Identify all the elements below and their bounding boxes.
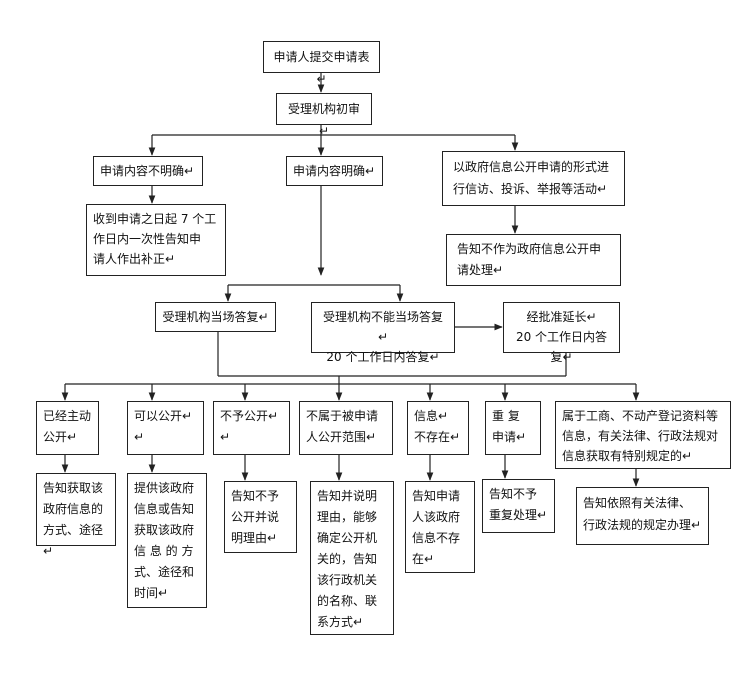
node-cat-not-scope: 不属于被申请 人公开范围↵ [299,401,393,455]
node-notify-petition: 告知不作为政府信息公开申 请处理↵ [446,234,621,286]
node-answer-20days: 受理机构不能当场答复↵ 20 个工作日内答复↵ [311,302,455,364]
node-initial-review: 受理机构初审↵ [276,93,372,138]
node-res-special: 告知依照有关法律、 行政法规的规定办理↵ [576,487,709,545]
node-submit: 申请人提交申请表↵ [263,41,380,86]
node-res-no-disclose: 告知不予 公开并说 明理由↵ [224,481,297,553]
node-cat-no-disclose: 不予公开↵ ↵ [213,401,290,455]
node-extension: 经批准延长↵ 20 个工作日内答复↵ [503,302,620,364]
node-unclear: 申请内容不明确↵ [93,156,203,186]
node-answer-on-site: 受理机构当场答复↵ [155,302,276,332]
node-cat-can-disclose: 可以公开↵ ↵ [127,401,204,455]
node-clear: 申请内容明确↵ [286,156,383,186]
node-res-not-scope: 告知并说明 理由，能够 确定公开机 关的，告知 该行政机关 的名称、联 系方式↵ [310,481,394,635]
node-res-duplicate: 告知不予 重复处理↵ [482,479,555,533]
node-notify-unclear: 收到申请之日起 7 个工 作日内一次性告知申 请人作出补正↵ [86,204,226,276]
node-res-not-exist: 告知申请 人该政府 信息不存 在↵ [405,481,475,573]
node-petition: 以政府信息公开申请的形式进 行信访、投诉、举报等活动↵ [442,151,625,206]
node-cat-disclosed: 已经主动 公开↵ [36,401,99,455]
node-res-disclosed: 告知获取该 政府信息的 方式、途径↵ [36,473,116,558]
node-cat-special: 属于工商、不动产登记资料等 信息，有关法律、行政法规对 信息获取有特别规定的↵ [555,401,731,469]
node-res-can-disclose: 提供该政府 信息或告知 获取该政府 信 息 的 方 式、途径和 时间↵ [127,473,207,608]
node-cat-not-exist: 信息↵ 不存在↵ [407,401,469,455]
node-cat-duplicate: 重 复 申请↵ [485,401,541,455]
